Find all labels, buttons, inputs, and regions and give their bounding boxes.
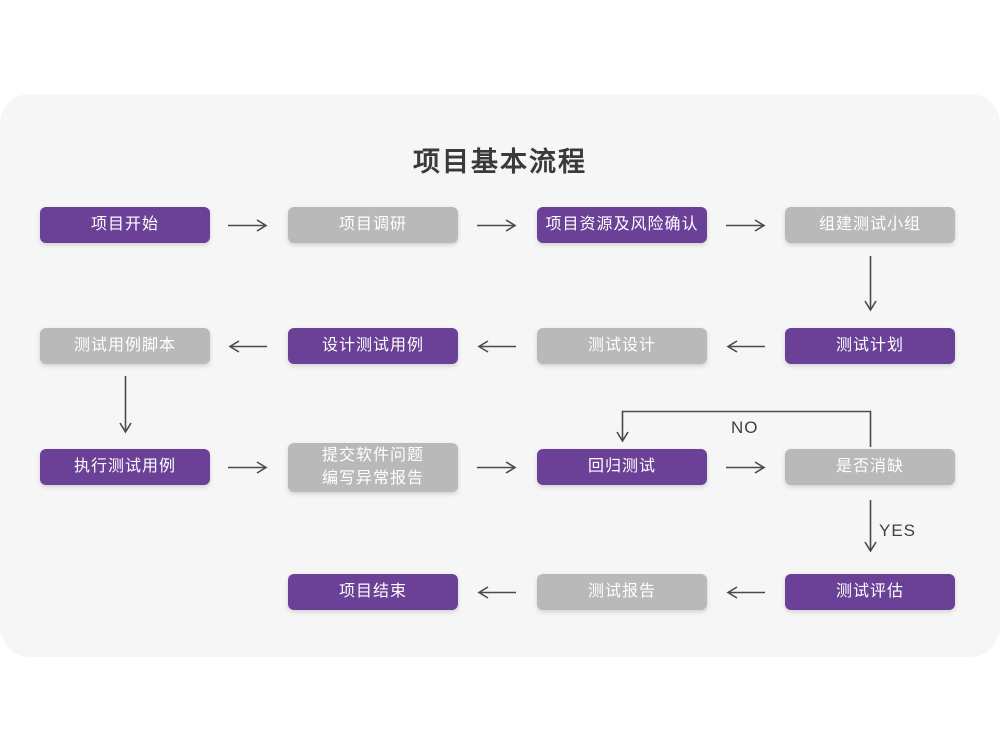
edge-label-yes: YES [879,521,917,540]
node-resource-risk: 项目资源及风险确认 [537,207,707,243]
node-project-end: 项目结束 [288,574,458,610]
node-project-survey: 项目调研 [288,207,458,243]
node-label: 测试报告 [587,582,656,600]
edge-label-no: NO [731,418,759,437]
node-test-evaluation: 测试评估 [785,574,955,610]
node-label: 是否消缺 [835,457,904,475]
node-label: 测试用例脚本 [73,336,176,354]
node-build-test-team: 组建测试小组 [785,207,955,243]
node-label: 回归测试 [587,457,656,475]
node-label-line1: 提交软件问题 [321,447,424,465]
node-label: 项目开始 [90,215,159,233]
node-label-line2: 编写异常报告 [321,469,424,487]
node-label: 项目资源及风险确认 [545,215,699,233]
node-label: 设计测试用例 [321,336,424,354]
node-testcase-script: 测试用例脚本 [40,328,210,364]
node-design-testcases: 设计测试用例 [288,328,458,364]
node-execute-testcases: 执行测试用例 [40,449,210,485]
node-test-report: 测试报告 [537,574,707,610]
node-submit-issue-report: 提交软件问题 编写异常报告 [288,443,458,492]
node-label: 项目调研 [338,215,407,233]
diagram-title: 项目基本流程 [413,147,587,177]
node-label: 测试评估 [835,582,904,600]
node-test-design: 测试设计 [537,328,707,364]
node-label: 组建测试小组 [818,215,921,233]
node-regression-test: 回归测试 [537,449,707,485]
node-defect-cleared: 是否消缺 [785,449,955,485]
node-label: 项目结束 [338,582,407,600]
node-label: 测试设计 [587,336,656,354]
flowchart-card [0,94,1000,657]
node-label: 测试计划 [835,336,904,354]
node-label: 执行测试用例 [73,457,176,475]
node-test-plan: 测试计划 [785,328,955,364]
node-project-start: 项目开始 [40,207,210,243]
